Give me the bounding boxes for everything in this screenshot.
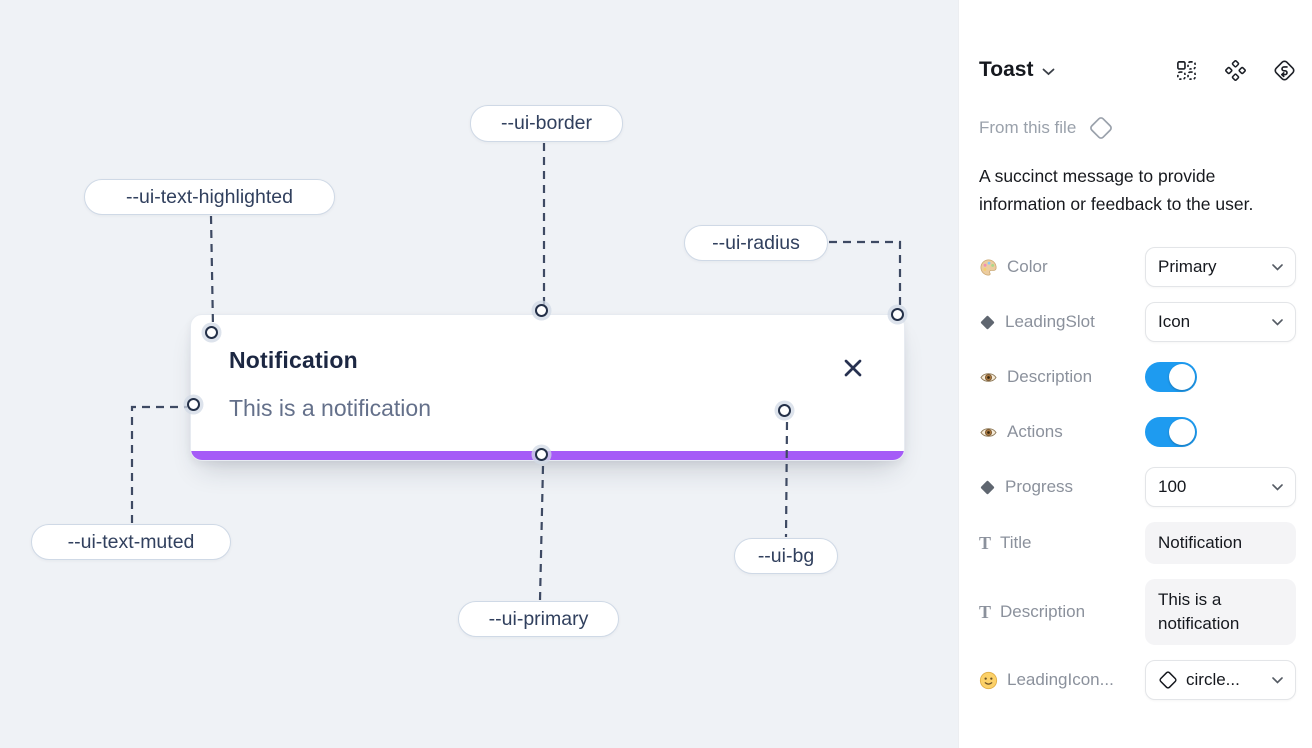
properties-panel: Toast From this file (958, 0, 1312, 748)
eye-icon (980, 427, 997, 437)
prop-name: Description (1000, 602, 1086, 621)
prop-label: Actions (979, 422, 1063, 442)
token-pill-ui-radius[interactable]: --ui-radius (684, 225, 828, 261)
anchor-ui-radius[interactable] (891, 308, 904, 321)
prop-row-title: T Title Notification (979, 522, 1296, 564)
token-label: --ui-bg (757, 544, 815, 567)
token-pill-ui-border[interactable]: --ui-border (470, 105, 623, 142)
anchor-ui-border[interactable] (535, 304, 548, 317)
diamond-outline-icon (1159, 671, 1177, 689)
toast-component[interactable]: Notification This is a notification (190, 314, 905, 461)
toggle-knob (1169, 364, 1195, 390)
prop-name: Progress (1005, 477, 1074, 496)
prop-name: LeadingIcon... (1007, 670, 1114, 689)
prop-row-description-text: T Description This is a notification (979, 579, 1296, 645)
source-row: From this file (979, 115, 1296, 141)
panel-header: Toast (979, 58, 1296, 82)
prop-row-actions-toggle: Actions (979, 412, 1296, 452)
prop-name: Color (1007, 257, 1048, 276)
prop-label: Color (979, 257, 1048, 277)
description-toggle[interactable] (1145, 362, 1197, 392)
token-pill-ui-primary[interactable]: --ui-primary (458, 601, 619, 637)
smiley-icon (979, 671, 998, 689)
prop-row-color: Color Primary (979, 247, 1296, 287)
toast-title: Notification (229, 347, 358, 373)
progress-select[interactable]: 100 (1145, 467, 1296, 507)
chevron-down-icon (1272, 318, 1283, 326)
prop-row-description-toggle: Description (979, 357, 1296, 397)
prop-name: LeadingSlot (1005, 312, 1095, 331)
prop-label: Progress (979, 477, 1073, 497)
component-name[interactable]: Toast (979, 58, 1034, 81)
source-label: From this file (979, 118, 1077, 137)
design-canvas[interactable]: Notification This is a notification --ui… (0, 0, 958, 748)
prop-label: T Title (979, 533, 1032, 553)
token-pill-ui-text-muted[interactable]: --ui-text-muted (31, 524, 231, 560)
prop-label: LeadingSlot (979, 312, 1095, 332)
prop-row-leadingicon: LeadingIcon... circle... (979, 660, 1296, 700)
prop-name: Title (1000, 533, 1032, 552)
text-icon: T (979, 602, 992, 622)
anchor-ui-primary[interactable] (535, 448, 548, 461)
prop-label: LeadingIcon... (979, 670, 1114, 690)
chevron-down-icon (1272, 263, 1283, 271)
toggle-knob (1169, 419, 1195, 445)
prop-label: T Description (979, 602, 1085, 622)
description-field[interactable]: This is a notification (1145, 579, 1296, 645)
token-label: --ui-text-highlighted (126, 185, 293, 208)
token-label: --ui-text-muted (67, 530, 195, 553)
prop-row-progress: Progress 100 (979, 467, 1296, 507)
palette-icon (980, 259, 997, 275)
leadingicon-select[interactable]: circle... (1145, 660, 1296, 700)
prop-label: Description (979, 367, 1092, 387)
anchor-ui-bg[interactable] (778, 404, 791, 417)
diamond-icon (980, 315, 995, 329)
token-label: --ui-radius (712, 231, 800, 254)
select-value: Icon (1158, 312, 1191, 331)
select-value: circle... (1186, 670, 1240, 689)
color-select[interactable]: Primary (1145, 247, 1296, 287)
component-description: A succinct message to provide informatio… (979, 166, 1254, 214)
token-label: --ui-border (500, 112, 593, 134)
diamond-outline-icon (1090, 117, 1113, 139)
toast-description: This is a notification (229, 395, 431, 421)
title-field[interactable]: Notification (1145, 522, 1296, 564)
text-icon: T (979, 533, 992, 553)
swap-instance-icon[interactable] (1175, 59, 1198, 82)
chevron-down-icon (1272, 676, 1283, 684)
token-label: --ui-primary (488, 607, 589, 630)
anchor-ui-text-highlighted[interactable] (205, 326, 218, 339)
diamond-icon (980, 480, 995, 494)
token-pill-ui-text-highlighted[interactable]: --ui-text-highlighted (84, 179, 335, 215)
anchor-ui-text-muted[interactable] (187, 398, 200, 411)
chevron-down-icon[interactable] (1042, 68, 1055, 76)
prop-name: Actions (1007, 422, 1063, 441)
select-value: Primary (1158, 257, 1217, 276)
eye-icon (980, 372, 997, 382)
prop-row-leadingslot: LeadingSlot Icon (979, 302, 1296, 342)
select-value: 100 (1158, 477, 1187, 496)
header-actions (1175, 59, 1296, 82)
close-icon[interactable] (842, 357, 864, 379)
token-pill-ui-bg[interactable]: --ui-bg (734, 538, 838, 574)
property-list: Color Primary LeadingSlot Icon (979, 247, 1296, 700)
chevron-down-icon (1272, 483, 1283, 491)
leadingslot-select[interactable]: Icon (1145, 302, 1296, 342)
token-source-icon[interactable] (1273, 59, 1296, 82)
component-icon[interactable] (1224, 59, 1247, 82)
prop-name: Description (1007, 367, 1093, 386)
actions-toggle[interactable] (1145, 417, 1197, 447)
